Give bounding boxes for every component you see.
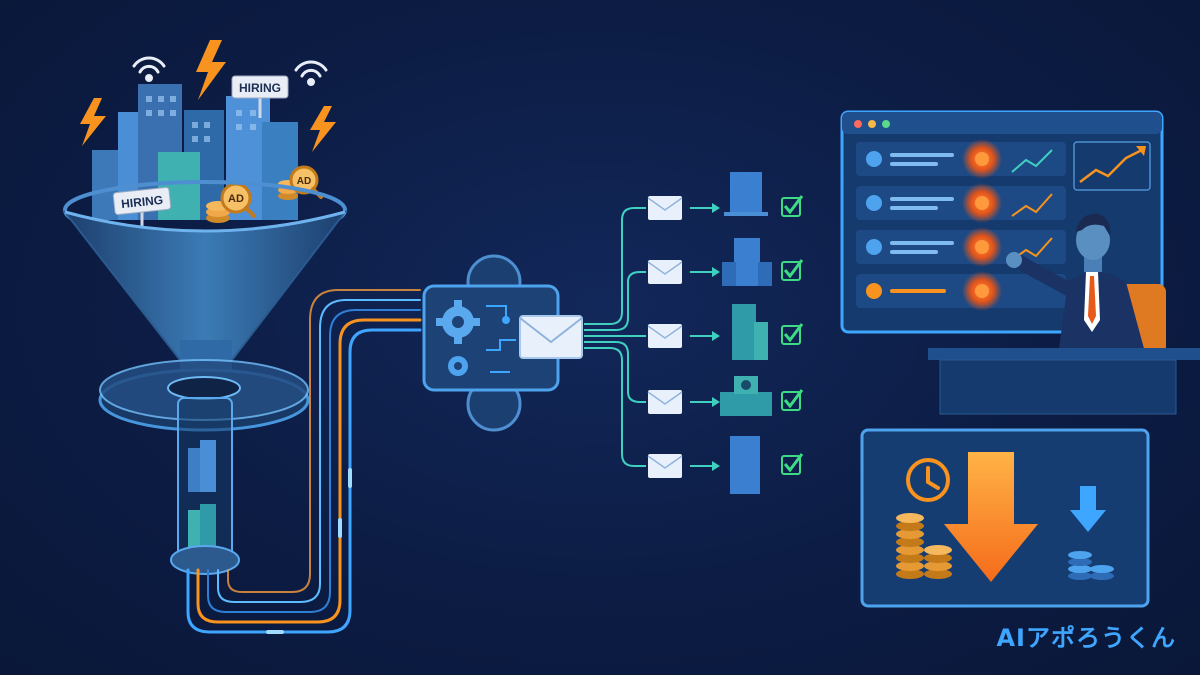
target-row <box>647 436 804 494</box>
building-icon <box>720 392 772 416</box>
funnel-group: HIRING HIRING AD AD <box>62 40 348 575</box>
window-close-dot <box>854 120 862 128</box>
envelope-icon <box>648 454 682 478</box>
dashboard-row <box>856 227 1066 267</box>
ad-label: AD <box>297 176 311 187</box>
hiring-sign: HIRING <box>231 75 289 118</box>
cost-reduction-panel <box>860 428 1150 608</box>
tube-buildings <box>188 440 216 550</box>
coin-stack <box>1068 551 1114 580</box>
hiring-sign: HIRING <box>112 186 172 226</box>
window-max-dot <box>882 120 890 128</box>
dashboard-row <box>856 139 1066 179</box>
check-icon <box>781 391 801 411</box>
check-icon <box>781 325 801 345</box>
target-row <box>647 238 804 286</box>
hiring-sign-label: HIRING <box>120 193 163 211</box>
wifi-icon <box>132 56 166 82</box>
check-icon <box>781 261 801 281</box>
dashboard-row <box>856 271 1066 311</box>
brand-logo: AIアポろうくん <box>996 624 1176 652</box>
data-pipes <box>186 289 422 634</box>
hiring-sign-label: HIRING <box>239 81 281 95</box>
desk <box>928 348 1200 415</box>
presenter-figure <box>1006 213 1166 356</box>
target-row <box>647 172 804 220</box>
coin-stack <box>896 513 952 579</box>
building-icon <box>730 172 762 216</box>
check-icon <box>781 455 801 475</box>
target-row <box>647 304 804 360</box>
processor-unit <box>422 254 583 432</box>
wifi-icon <box>294 60 328 86</box>
envelope-icon <box>648 390 682 414</box>
lightning-icon <box>310 106 336 152</box>
down-arrow-small-icon <box>1070 486 1106 532</box>
dashboard-row <box>856 183 1066 223</box>
down-arrow-large-icon <box>944 452 1038 582</box>
check-icon <box>781 197 801 217</box>
clock-icon <box>906 458 950 502</box>
envelope-icon <box>648 324 682 348</box>
gear-icon <box>436 300 480 344</box>
envelope-icon <box>648 260 682 284</box>
lightning-icon <box>80 98 106 146</box>
target-row <box>647 376 804 416</box>
window-min-dot <box>868 120 876 128</box>
lightning-icon <box>196 40 226 100</box>
envelope-icon <box>519 315 583 359</box>
trend-chart-icon <box>1073 141 1151 191</box>
ad-label: AD <box>228 193 244 205</box>
envelope-icon <box>648 196 682 220</box>
building-icon <box>730 436 760 494</box>
distribution-lines <box>584 207 646 467</box>
building-icon <box>734 238 760 286</box>
gear-icon <box>448 356 468 376</box>
building-icon <box>732 304 756 360</box>
